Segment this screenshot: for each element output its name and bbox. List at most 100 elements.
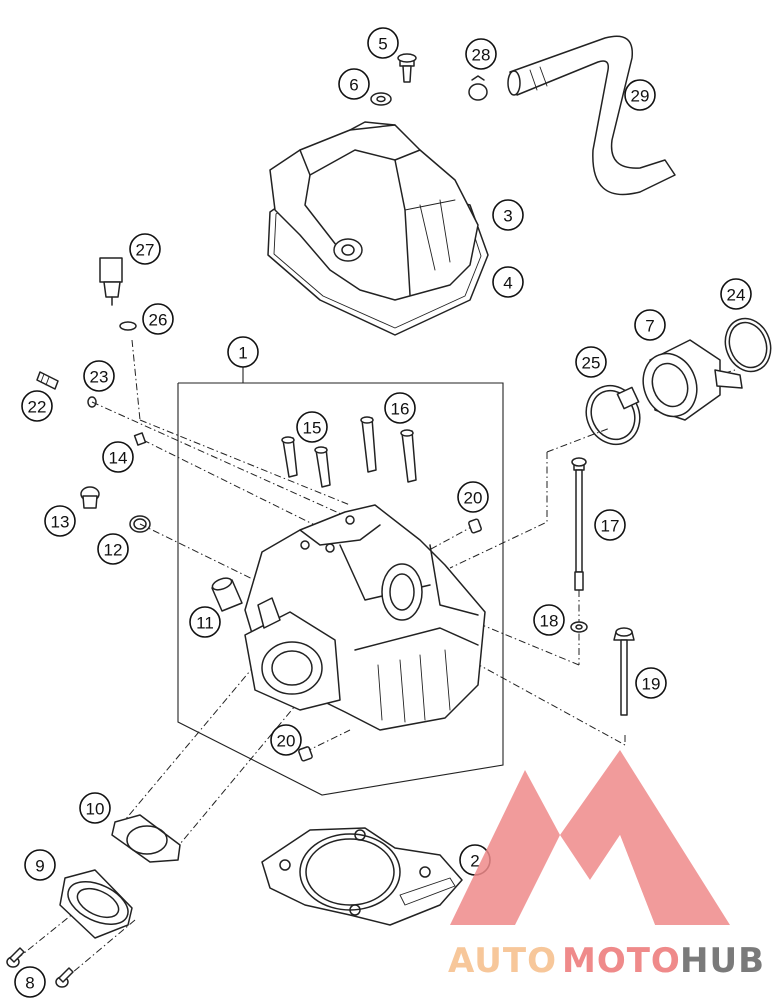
callout-circle xyxy=(384,392,416,424)
callout-c10: 10 xyxy=(79,792,111,824)
callout-circle xyxy=(21,390,53,422)
valve-cover xyxy=(269,121,479,301)
callout-c6: 6 xyxy=(338,68,370,100)
callout-number: 7 xyxy=(645,317,654,336)
callout-number: 20 xyxy=(277,732,296,751)
cylinder-head-bolt xyxy=(613,627,635,716)
callout-circle xyxy=(575,346,607,378)
callout-number: 27 xyxy=(136,241,155,260)
callout-number: 11 xyxy=(196,614,214,633)
callout-number: 16 xyxy=(391,400,410,419)
callout-circle xyxy=(83,360,115,392)
sealing-washer xyxy=(370,92,392,106)
callout-c22: 22 xyxy=(21,390,53,422)
callout-circle xyxy=(367,27,399,59)
watermark-logo: AUTO MOTO HUB xyxy=(448,750,765,981)
callout-c3: 3 xyxy=(492,199,524,231)
callout-circle xyxy=(296,411,328,443)
dowel-pin xyxy=(133,432,147,446)
callout-number: 28 xyxy=(472,46,491,65)
callout-c20b: 20 xyxy=(270,724,302,756)
callout-circle xyxy=(142,303,174,335)
callout-number: 10 xyxy=(86,800,105,819)
callout-number: 3 xyxy=(503,207,512,226)
watermark-text-moto: MOTO xyxy=(562,941,681,981)
callout-number: 12 xyxy=(104,541,123,560)
callout-circle xyxy=(492,266,524,298)
intake-flange xyxy=(642,339,743,421)
callout-circle xyxy=(624,79,656,111)
cover-bolt xyxy=(397,53,417,83)
watermark-triangle-right xyxy=(560,750,730,925)
callout-number: 15 xyxy=(303,419,322,438)
small-o-ring xyxy=(87,396,97,408)
dowel-upper xyxy=(468,518,482,534)
automotohub-watermark: AUTO MOTO HUB xyxy=(440,740,770,1000)
callout-number: 14 xyxy=(109,449,128,468)
callout-c12: 12 xyxy=(97,533,129,565)
callout-circle xyxy=(270,724,302,756)
valve-guide-long xyxy=(360,416,417,483)
cylinder-head-bolt-long xyxy=(571,457,587,591)
callout-circle xyxy=(492,199,524,231)
watermark-text-auto: AUTO xyxy=(448,941,557,981)
exhaust-flange xyxy=(59,869,133,939)
callout-circle xyxy=(189,606,221,638)
callout-c18: 18 xyxy=(533,604,565,636)
callout-number: 4 xyxy=(503,274,512,293)
callout-c28: 28 xyxy=(465,38,497,70)
sensor-o-ring xyxy=(119,321,137,331)
callout-circle xyxy=(79,792,111,824)
callout-number: 26 xyxy=(149,311,168,330)
callout-number: 23 xyxy=(90,368,109,387)
callout-circle xyxy=(129,233,161,265)
bushing xyxy=(211,577,243,612)
callout-c11: 11 xyxy=(189,606,221,638)
callout-number: 8 xyxy=(25,974,34,993)
callout-c24: 24 xyxy=(720,278,752,310)
callout-c14: 14 xyxy=(102,441,134,473)
callout-circle xyxy=(635,667,667,699)
callout-c4: 4 xyxy=(492,266,524,298)
cylinder-head xyxy=(244,504,486,731)
callout-number: 22 xyxy=(28,398,47,417)
intake-clamp-small xyxy=(585,384,641,446)
stud-bolt xyxy=(36,371,59,390)
callout-circle xyxy=(338,68,370,100)
breather-hose xyxy=(507,35,676,196)
callout-number: 18 xyxy=(540,612,559,631)
callout-circle xyxy=(14,966,46,998)
callout-c20a: 20 xyxy=(457,481,489,513)
callout-c29: 29 xyxy=(624,79,656,111)
watermark-triangle-left xyxy=(450,770,560,925)
watermark-text-hub: HUB xyxy=(680,941,765,981)
callout-circle xyxy=(97,533,129,565)
callout-circle xyxy=(634,309,666,341)
callout-c19: 19 xyxy=(635,667,667,699)
flange-bolts xyxy=(6,947,74,988)
callout-circle xyxy=(227,336,259,368)
callout-c13: 13 xyxy=(44,505,76,537)
group-frame xyxy=(177,382,504,796)
callout-circle xyxy=(102,441,134,473)
callout-labels: 1234567891011121314151617181920202223242… xyxy=(14,27,752,998)
callout-number: 25 xyxy=(582,354,601,373)
callout-circle xyxy=(465,38,497,70)
screw-plug xyxy=(80,486,100,509)
callout-circle xyxy=(594,509,626,541)
callout-c26: 26 xyxy=(142,303,174,335)
callout-number: 6 xyxy=(349,76,358,95)
flange-gasket xyxy=(111,814,181,863)
intake-clamp-large xyxy=(724,317,772,373)
callout-number: 9 xyxy=(35,857,44,876)
temperature-sensor xyxy=(99,257,123,306)
callout-number: 24 xyxy=(727,286,746,305)
callout-circle xyxy=(24,849,56,881)
valve-guide-short xyxy=(281,436,331,488)
callout-number: 13 xyxy=(51,513,70,532)
bolt-washer xyxy=(570,621,588,633)
callout-c1: 1 xyxy=(227,336,259,368)
callout-c16: 16 xyxy=(384,392,416,424)
callout-number: 19 xyxy=(642,675,661,694)
